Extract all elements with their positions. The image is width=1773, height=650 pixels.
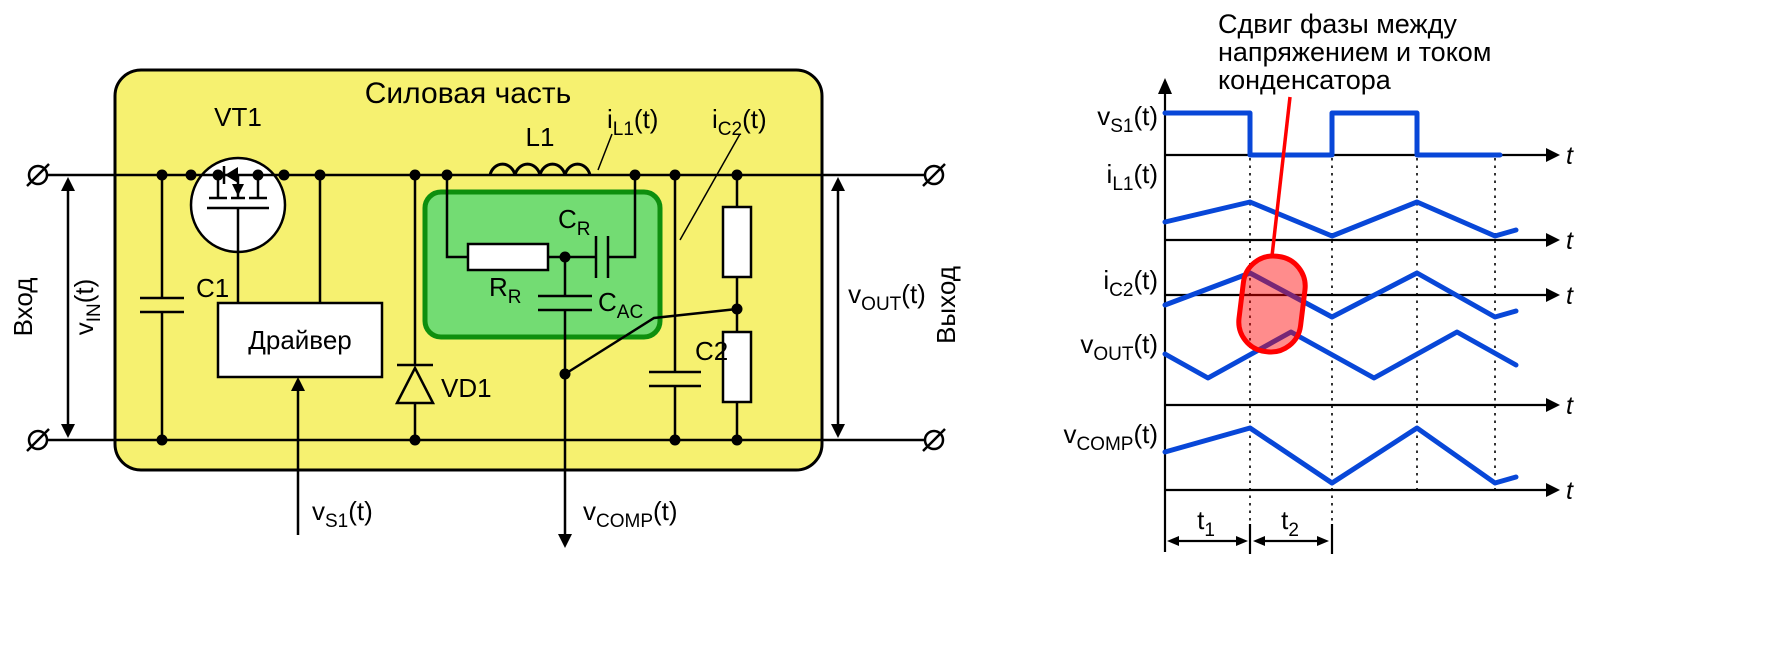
il1-current-label: iL1(t) xyxy=(607,104,658,140)
axis-arrowhead-up-icon xyxy=(1158,78,1172,94)
wave-ic2 xyxy=(1162,270,1519,320)
il1-callout-line xyxy=(597,133,613,171)
waveform-label-vout: vOUT(t) xyxy=(1080,329,1158,365)
vt1-label: VT1 xyxy=(214,102,262,132)
cr-label: CR xyxy=(558,204,591,240)
driver-label: Драйвер xyxy=(248,325,352,355)
waveform-panel: t t t t t vS1(t) iL1(t) iC2(t) vOUT(t) v… xyxy=(1063,9,1574,554)
c2-label: C2 xyxy=(695,336,728,366)
waveform-label-vs1: vS1(t) xyxy=(1097,101,1158,137)
axis-arrowhead-right-icon xyxy=(1546,483,1560,497)
cac-label: CAC xyxy=(598,287,643,323)
c2-capacitor xyxy=(649,175,701,440)
waveform-label-ic2: iC2(t) xyxy=(1103,265,1158,301)
time-axis-label: t xyxy=(1566,282,1574,310)
waveform-label-vcomp: vCOMP(t) xyxy=(1063,419,1158,455)
time-axis-label: t xyxy=(1566,142,1574,170)
vd1-diode-icon xyxy=(394,365,436,405)
t1-marker-label: t1 xyxy=(1197,505,1215,541)
divider-resistor-top xyxy=(721,205,753,279)
wave-vs1 xyxy=(1162,110,1503,158)
vs1-signal-label: vS1(t) xyxy=(312,496,373,532)
vout-arrowhead-up-icon xyxy=(831,177,845,191)
input-port-label: Вход xyxy=(8,278,38,337)
input-terminal-top-slash-icon xyxy=(26,163,50,187)
waveform-axes xyxy=(1163,92,1546,552)
vcomp-signal-label: vCOMP(t) xyxy=(583,496,678,532)
interval-marker-lines xyxy=(1171,524,1334,554)
vout-signal-label: vOUT(t) xyxy=(848,279,926,315)
input-terminal-bottom-slash-icon xyxy=(26,428,50,452)
t1-arrowhead-right-icon xyxy=(1236,536,1248,546)
ripple-network-wires xyxy=(445,175,637,374)
output-terminal-top-slash-icon xyxy=(922,163,946,187)
axis-arrowhead-right-icon xyxy=(1546,398,1560,412)
output-port-label: Выход xyxy=(931,266,961,344)
vs1-arrowhead-icon xyxy=(291,377,305,391)
t2-arrowhead-right-icon xyxy=(1317,536,1329,546)
phase-shift-callout-line xyxy=(1270,96,1292,257)
annotation-line-3: конденсатора xyxy=(1218,65,1392,95)
axis-arrowhead-right-icon xyxy=(1546,288,1560,302)
t2-arrowhead-left-icon xyxy=(1253,536,1265,546)
divider-resistor-bottom xyxy=(721,330,753,404)
axis-arrowhead-right-icon xyxy=(1546,148,1560,162)
io-terminals xyxy=(26,163,946,452)
circuit-diagram: Драйвер xyxy=(8,68,961,548)
time-axis-label: t xyxy=(1566,392,1574,420)
annotation-line-1: Сдвиг фазы между xyxy=(1218,9,1457,39)
wave-il1 xyxy=(1162,199,1519,239)
rr-label: RR xyxy=(489,272,522,308)
ic2-current-label: iC2(t) xyxy=(712,104,767,140)
vout-arrowhead-down-icon xyxy=(831,424,845,438)
axis-arrowhead-right-icon xyxy=(1546,233,1560,247)
c1-label: C1 xyxy=(196,273,229,303)
ic2-callout-line xyxy=(679,133,741,241)
output-terminal-bottom-slash-icon xyxy=(922,428,946,452)
t2-marker-label: t2 xyxy=(1281,505,1299,541)
phase-annotation-text: Сдвиг фазы между напряжением и током кон… xyxy=(1218,9,1491,95)
vt1-channel-arrow-icon xyxy=(232,184,244,196)
c1-capacitor xyxy=(140,175,184,440)
vd1-label: VD1 xyxy=(441,373,492,403)
rr-resistor xyxy=(466,242,550,272)
time-axis-label: t xyxy=(1566,227,1574,255)
power-section-title: Силовая часть xyxy=(365,77,572,110)
feedback-wires xyxy=(564,175,739,440)
vin-signal-label: vIN(t) xyxy=(69,279,105,336)
vd1-wires xyxy=(397,175,433,440)
l1-inductor xyxy=(488,162,592,176)
driver-box xyxy=(216,301,384,379)
annotation-line-2: напряжением и током xyxy=(1218,37,1491,67)
vcomp-arrowhead-icon xyxy=(558,534,572,548)
phase-shift-highlight xyxy=(1236,253,1308,355)
time-axis-label: t xyxy=(1566,477,1574,505)
vin-arrowhead-down-icon xyxy=(61,424,75,438)
waveform-label-il1: iL1(t) xyxy=(1107,159,1158,195)
l1-label: L1 xyxy=(526,122,555,152)
phase-annotation: Сдвиг фазы между напряжением и током кон… xyxy=(1218,9,1491,355)
vt1-body-diode-icon xyxy=(225,167,238,183)
t1-arrowhead-left-icon xyxy=(1167,536,1179,546)
wave-vcomp xyxy=(1162,425,1519,486)
junction-dots xyxy=(156,169,743,446)
wave-vout xyxy=(1162,329,1519,381)
vin-arrowhead-up-icon xyxy=(61,177,75,191)
waveform-traces xyxy=(1162,110,1519,486)
